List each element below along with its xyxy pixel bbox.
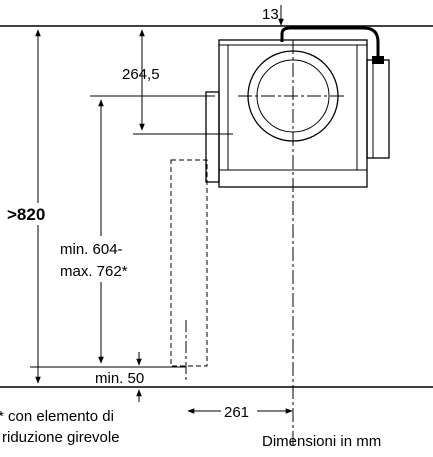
dim-top-offset: 13 bbox=[262, 6, 279, 23]
dim-duct-offset: 261 bbox=[224, 404, 249, 421]
hood-unit bbox=[205, 26, 390, 445]
units-caption: Dimensioni in mm bbox=[262, 433, 381, 450]
extension-dashed bbox=[170, 159, 208, 380]
dim-hood-height: 264,5 bbox=[122, 66, 160, 83]
footnote-line1: * con elemento di bbox=[0, 408, 114, 425]
cable bbox=[280, 26, 380, 60]
dim-range-line2: max. 762* bbox=[60, 263, 128, 280]
dim-min-clearance: min. 50 bbox=[95, 370, 144, 387]
mounting-bracket bbox=[205, 91, 220, 183]
footnote-line2: riduzione girevole bbox=[2, 429, 120, 446]
motor-box bbox=[366, 59, 390, 159]
dim-range-line1: min. 604- bbox=[60, 241, 123, 258]
dim-min-height: >820 bbox=[7, 205, 45, 224]
